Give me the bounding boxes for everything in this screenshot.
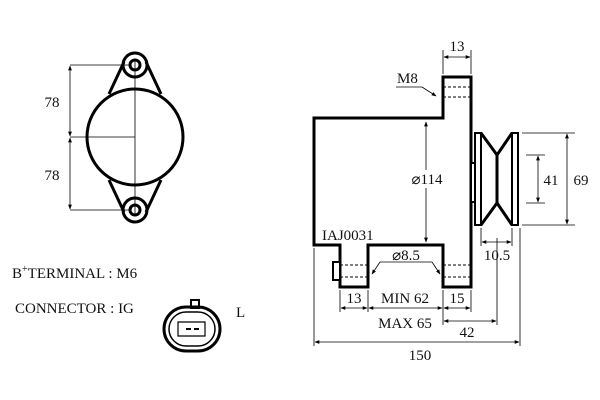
body-diameter-label: ⌀114: [412, 172, 443, 188]
side-view: 13 M8 ⌀114 IAJ0031 ⌀8.5 13 MIN 62 15 MAX…: [312, 39, 589, 364]
terminal-tab: [332, 261, 341, 281]
connector-note: CONNECTOR : IG: [15, 301, 134, 317]
dim-upper-label: 78: [45, 95, 60, 111]
dim-lug-right: 15: [450, 291, 465, 307]
thread-leader: [421, 86, 437, 97]
center-lines: [70, 60, 136, 215]
pulley: [470, 132, 519, 226]
dim-belt-width: 10.5: [484, 248, 510, 264]
hole-diameter-label: ⌀8.5: [392, 248, 420, 264]
dim-pulley-outer: 69: [574, 173, 589, 189]
dim-pulley-inner: 41: [544, 173, 559, 189]
mount-ear-top: [107, 61, 163, 95]
dim-gap-max: MAX 65: [378, 316, 432, 332]
front-view: 78 78: [45, 51, 185, 224]
connector-pin-l: L: [236, 305, 245, 321]
connector-icon: [162, 299, 222, 353]
part-number: IAJ0031: [322, 228, 374, 244]
dim-overall-length: 150: [409, 348, 432, 364]
dim-pulley-offset: 42: [460, 325, 475, 341]
dim-lower-label: 78: [45, 168, 60, 184]
dim-gap-min: MIN 62: [381, 291, 429, 307]
dim-lug-left: 13: [347, 291, 362, 307]
terminal-note: B+TERMINAL : M6: [12, 264, 138, 282]
dim-top-lug: 13: [450, 39, 465, 55]
notes: B+TERMINAL : M6 CONNECTOR : IG L: [12, 264, 245, 353]
thread-label: M8: [397, 71, 418, 87]
housing-outline: [312, 75, 473, 289]
mount-ear-bottom: [107, 179, 163, 213]
